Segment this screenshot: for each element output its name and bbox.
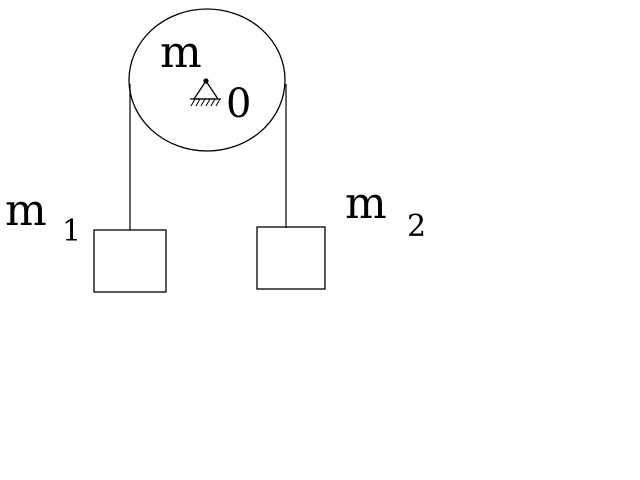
pulley-disk [128,8,286,152]
mass1-label-base: m [5,185,47,236]
mass1-label-subscript: 1 [62,214,81,249]
mass2-label-subscript: 2 [407,209,426,244]
ground-hatching [190,98,221,107]
mass2-block [256,226,326,290]
mass1-label: m 1 [5,185,81,249]
mass2-label: m 2 [345,178,426,244]
pulley-mass-label: m [160,27,202,78]
mass1-block [93,229,167,293]
mass2-label-base: m [345,178,387,229]
pivot-label: 0 [226,81,251,127]
pivot-triangle [192,79,220,100]
pivot-support-symbol [190,78,221,107]
